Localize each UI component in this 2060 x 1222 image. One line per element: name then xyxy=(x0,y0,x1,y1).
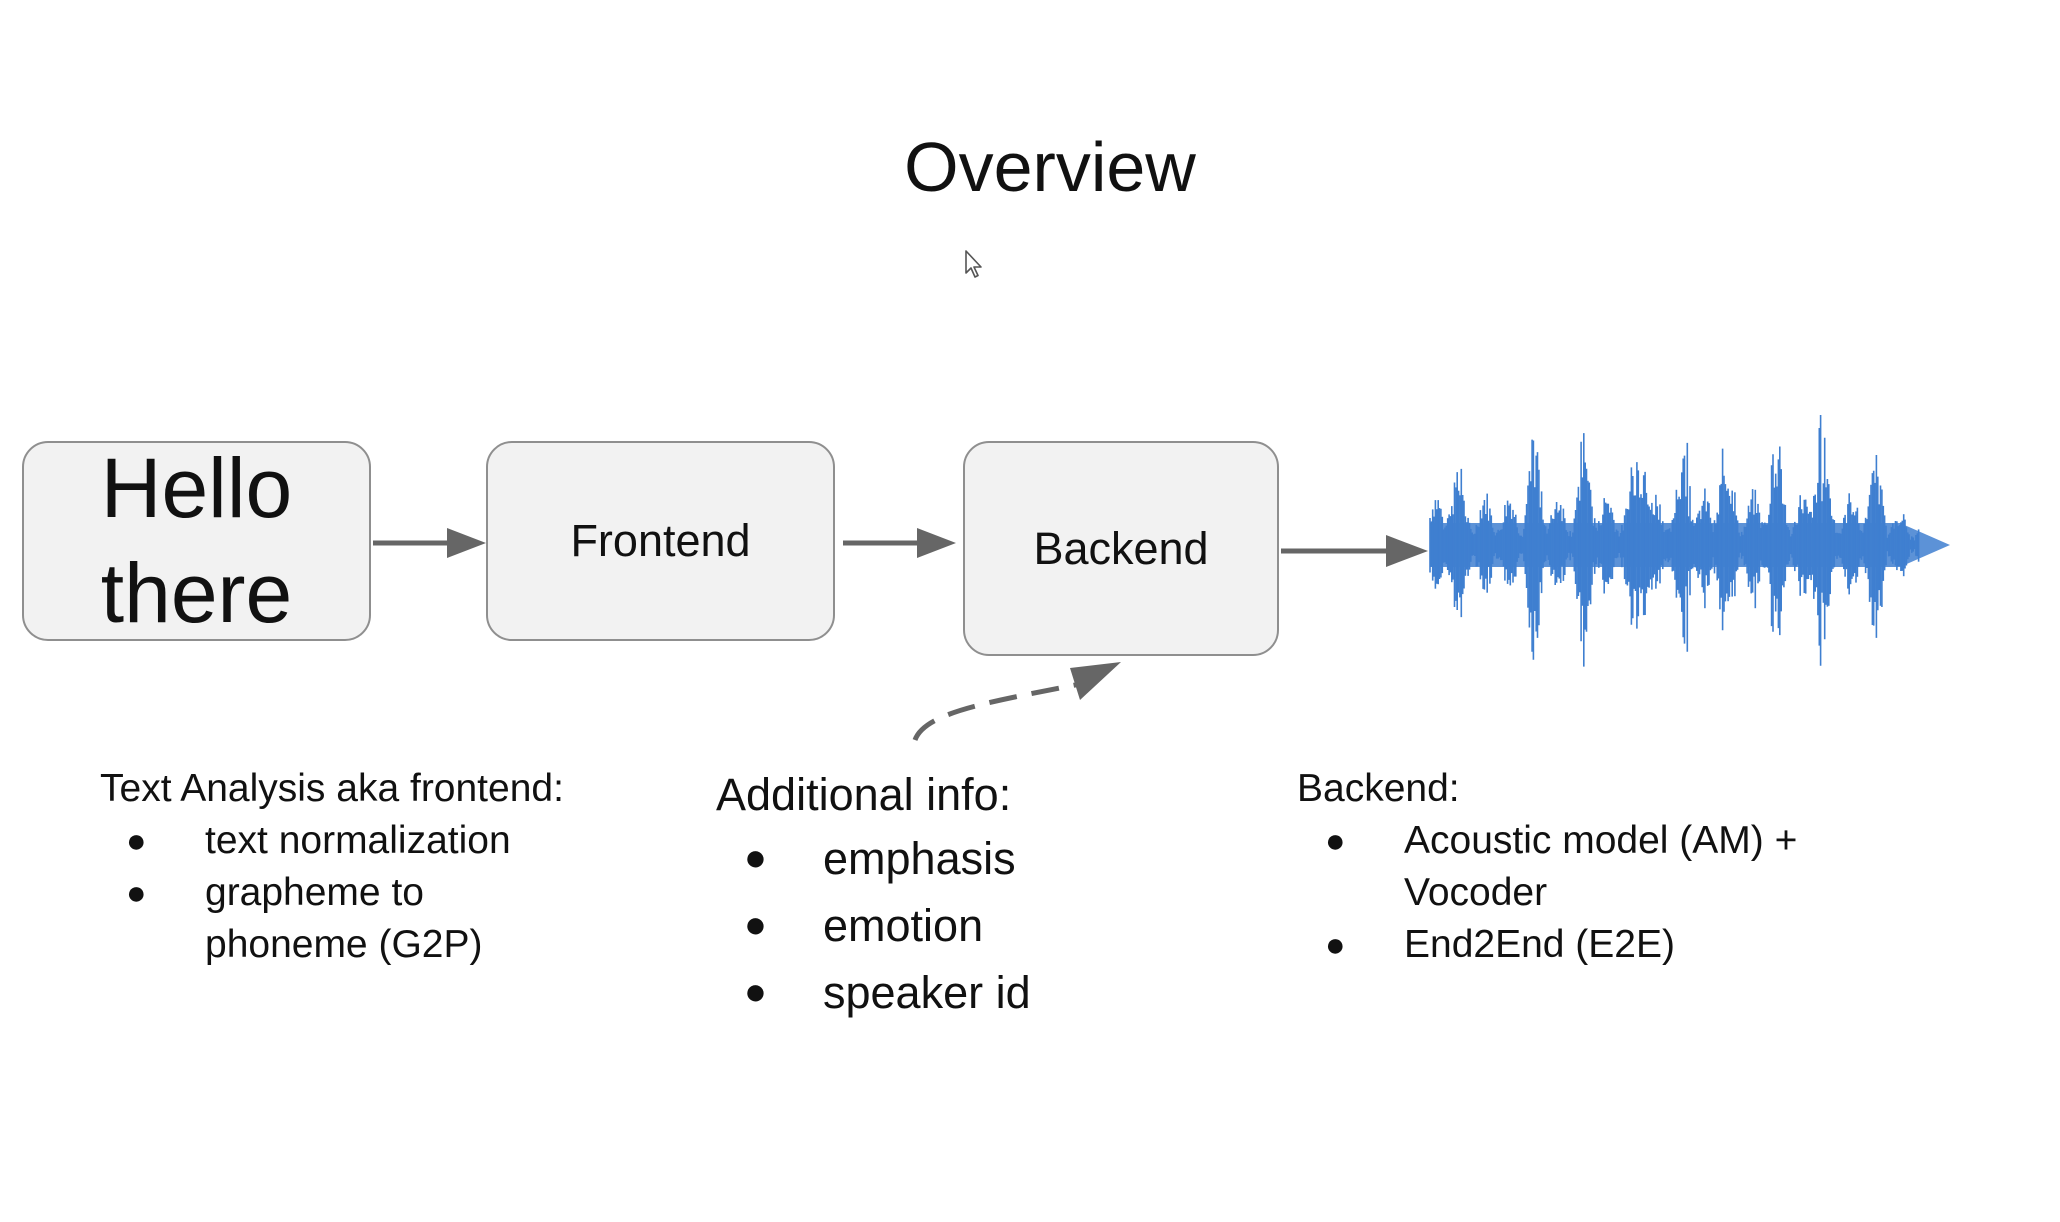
backend-notes-list: ● Acoustic model (AM) + Vocoder ● End2End … xyxy=(1297,815,1857,971)
backend-notes-heading: Backend: xyxy=(1297,767,1460,810)
slide-title: Overview xyxy=(904,128,1196,206)
bullet-dot: ● xyxy=(744,836,767,879)
additional-info-item-text: emotion xyxy=(823,899,984,951)
arrow-frontend-to-backend xyxy=(843,528,956,558)
frontend-notes-panel: Text Analysis aka frontend: ● text normal… xyxy=(100,764,640,971)
bullet-dot: ● xyxy=(1325,821,1346,860)
frontend-node: Frontend xyxy=(486,441,835,641)
frontend-label: Frontend xyxy=(570,515,751,566)
backend-node: Backend xyxy=(963,441,1279,656)
frontend-notes-item-text: grapheme to phoneme (G2P) xyxy=(205,870,483,966)
waveform-tail xyxy=(1900,523,1950,567)
backend-notes-item-text: End2End (E2E) xyxy=(1404,922,1676,966)
backend-label: Backend xyxy=(1033,522,1209,574)
bullet-dot: ● xyxy=(126,873,147,912)
additional-info-panel: Additional info: ● emphasis ● emotion ● spe… xyxy=(716,766,1116,1026)
backend-notes-item-text: Acoustic model (AM) + Vocoder xyxy=(1404,818,1798,914)
bullet-dot: ● xyxy=(126,821,147,860)
backend-notes-panel: Backend: ● Acoustic model (AM) + Vocoder … xyxy=(1297,764,1857,971)
arrow-backend-to-waveform xyxy=(1281,535,1428,567)
frontend-notes-heading: Text Analysis aka frontend: xyxy=(100,767,564,810)
additional-info-heading: Additional info: xyxy=(716,769,1012,820)
frontend-notes-item-text: text normalization xyxy=(205,818,511,862)
input-text-node: Hello there xyxy=(22,441,371,641)
additional-info-item: ● emphasis xyxy=(716,825,1116,892)
bullet-dot: ● xyxy=(744,903,767,946)
backend-notes-item: ● End2End (E2E) xyxy=(1297,919,1857,971)
waveform-bars xyxy=(1429,415,1950,667)
arrow-input-to-frontend xyxy=(373,528,486,558)
audio-waveform-icon xyxy=(1429,415,1950,667)
dashed-arrow-additional-info-to-backend xyxy=(912,662,1121,742)
bullet-dot: ● xyxy=(744,970,767,1013)
frontend-notes-item: ● grapheme to phoneme (G2P) xyxy=(100,867,640,971)
backend-notes-item: ● Acoustic model (AM) + Vocoder xyxy=(1297,815,1857,919)
additional-info-item-text: emphasis xyxy=(823,832,1016,884)
additional-info-item: ● emotion xyxy=(716,892,1116,959)
frontend-notes-list: ● text normalization ● grapheme to phoneme… xyxy=(100,815,640,971)
input-text-label: Hello there xyxy=(100,441,293,640)
additional-info-item-text: speaker id xyxy=(823,966,1031,1018)
bullet-dot: ● xyxy=(1325,925,1346,964)
frontend-notes-item: ● text normalization xyxy=(100,815,640,867)
additional-info-list: ● emphasis ● emotion ● speaker id xyxy=(716,825,1116,1026)
mouse-pointer-icon xyxy=(965,250,982,278)
additional-info-item: ● speaker id xyxy=(716,959,1116,1026)
